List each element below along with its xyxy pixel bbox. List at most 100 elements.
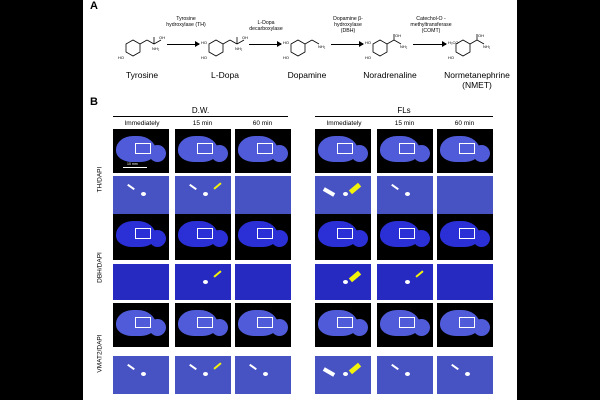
svg-text:HO: HO	[118, 55, 124, 60]
svg-text:NH₂: NH₂	[152, 46, 160, 51]
brain-section-overview	[175, 129, 231, 173]
signal-spot	[141, 192, 146, 196]
brain-section-overview	[377, 303, 433, 347]
reaction-arrow	[249, 41, 282, 47]
row-label: TH/DAPI	[96, 166, 104, 193]
scale-bar-label: 10 mm	[127, 162, 138, 166]
enzyme-label: Catechol-O -methyltransferase (COMT)	[410, 16, 452, 34]
brain-section-zoom	[315, 356, 371, 394]
cerebellum-silhouette	[351, 319, 368, 336]
svg-text:NH₂: NH₂	[400, 44, 408, 49]
zoom-tissue	[113, 264, 169, 300]
cerebellum-silhouette	[413, 230, 430, 247]
zoom-region-box	[257, 143, 273, 154]
compound-name: Normetanephrine (NMET)	[444, 70, 510, 90]
svg-text:H₃CO: H₃CO	[448, 40, 459, 45]
svg-text:OH: OH	[478, 33, 484, 38]
svg-text:HO: HO	[201, 55, 207, 60]
zoom-region-box	[337, 228, 353, 239]
reaction-arrow	[413, 41, 447, 47]
svg-text:NH₂: NH₂	[483, 44, 491, 49]
svg-text:OH: OH	[242, 35, 248, 40]
signal-spot	[343, 280, 348, 284]
signal-spot	[141, 372, 146, 376]
brain-section-overview	[235, 303, 291, 347]
brain-section-zoom	[175, 176, 231, 214]
svg-text:HO: HO	[283, 55, 289, 60]
tyrosine-structure: HO NH₂ OH	[118, 32, 168, 62]
brain-section-overview	[235, 214, 291, 260]
column-label: 15 min	[192, 120, 213, 127]
cerebellum-silhouette	[351, 145, 368, 162]
compound-name: L-Dopa	[211, 70, 239, 80]
brain-section-overview	[377, 214, 433, 260]
cerebellum-silhouette	[413, 145, 430, 162]
svg-text:NH₂: NH₂	[318, 44, 326, 49]
brain-section-zoom	[315, 264, 371, 300]
zoom-region-box	[337, 317, 353, 328]
zoom-region-box	[257, 228, 273, 239]
enzyme-label: L-Dopa decarboxylase	[249, 20, 283, 32]
column-label: 60 min	[252, 120, 273, 127]
svg-text:OH: OH	[159, 35, 165, 40]
zoom-region-box	[399, 317, 415, 328]
brain-section-overview	[437, 303, 493, 347]
cerebellum-silhouette	[211, 319, 228, 336]
signal-spot	[263, 372, 268, 376]
cerebellum-silhouette	[413, 319, 430, 336]
cerebellum-silhouette	[473, 230, 490, 247]
brain-section-zoom	[437, 264, 493, 300]
zoom-region-box	[459, 143, 475, 154]
cerebellum-silhouette	[149, 145, 166, 162]
brain-section-zoom	[437, 176, 493, 214]
group-label-fls: FLs	[397, 106, 411, 115]
compound-name: Noradrenaline	[363, 70, 417, 80]
brain-section-zoom	[113, 264, 169, 300]
panel-a-label: A	[90, 0, 98, 12]
svg-text:HO: HO	[201, 40, 207, 45]
zoom-region-box	[197, 317, 213, 328]
brain-section-overview	[315, 303, 371, 347]
row-label: DBH/DAPI	[96, 252, 104, 283]
group-label-dw: D.W.	[191, 106, 210, 115]
brain-section-zoom	[235, 264, 291, 300]
svg-text:HO: HO	[365, 55, 371, 60]
signal-spot	[405, 372, 410, 376]
zoom-region-box	[135, 143, 151, 154]
brain-section-overview	[175, 214, 231, 260]
scale-bar	[123, 167, 147, 168]
brain-section-overview	[377, 129, 433, 173]
zoom-region-box	[135, 317, 151, 328]
zoom-region-box	[135, 228, 151, 239]
signal-spot	[465, 372, 470, 376]
brain-section-overview	[315, 214, 371, 260]
column-label: 15 min	[394, 120, 415, 127]
compound-name: Tyrosine	[125, 70, 159, 80]
zoom-tissue	[235, 176, 291, 214]
compound-name: Dopamine	[287, 70, 327, 80]
zoom-region-box	[399, 143, 415, 154]
group-divider	[315, 116, 493, 117]
zoom-region-box	[459, 228, 475, 239]
brain-section-overview	[235, 129, 291, 173]
brain-section-overview: 10 mm	[113, 129, 169, 173]
l-dopa-structure: HO HO NH₂ OH	[201, 32, 251, 62]
signal-spot	[203, 372, 208, 376]
signal-spot	[343, 192, 348, 196]
svg-text:OH: OH	[395, 33, 401, 38]
column-label: Immediately	[124, 120, 160, 127]
signal-spot	[405, 192, 410, 196]
cerebellum-silhouette	[473, 145, 490, 162]
brain-section-zoom	[315, 176, 371, 214]
cerebellum-silhouette	[271, 319, 288, 336]
row-label: VMAT2/DAPI	[96, 334, 104, 373]
reaction-arrow	[331, 41, 364, 47]
column-label: 60 min	[454, 120, 475, 127]
cerebellum-silhouette	[211, 145, 228, 162]
svg-text:NH₂: NH₂	[235, 46, 243, 51]
zoom-region-box	[197, 228, 213, 239]
zoom-region-box	[337, 143, 353, 154]
zoom-region-box	[399, 228, 415, 239]
